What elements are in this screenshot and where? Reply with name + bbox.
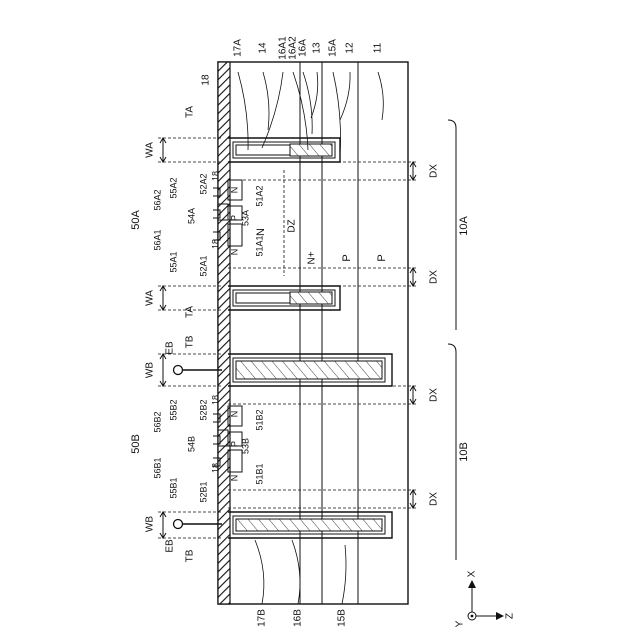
label-55b2: 55B2 [168,399,178,420]
label-tb-lower: TB [185,549,196,562]
label-50a: 50A [130,210,142,230]
label-wa-upper: WA [145,142,156,158]
label-10b: 10B [458,442,470,462]
top-leader-8 [378,72,383,120]
label-52b1: 52B1 [198,481,208,502]
label-dx-3: DX [429,492,440,506]
top-leader-1 [263,72,269,130]
bottom-label-1: 16B [293,609,304,627]
top-label-0: 17A [233,39,244,57]
eb-terminal-lower [174,520,183,529]
top-leader-5 [311,72,318,118]
trench-ta-lower-electrode-16A1 [236,293,290,303]
label-tb-upper: TB [185,335,196,348]
label-18-b2: 18 [210,463,220,473]
cell-mark-4: P [229,441,239,447]
axis-x-arrow [468,580,476,588]
label-ta-lower: TA [185,306,196,318]
label-56b1: 56B1 [152,457,162,478]
top-label-7: 12 [345,42,356,54]
bracket-10b [448,344,456,560]
bottom-leader-2 [342,545,346,604]
top-label-6: 15A [328,39,339,57]
label-50b: 50B [130,434,142,454]
label-wb-lower: WB [145,516,156,532]
label-56a2: 56A2 [152,189,162,210]
label-dx-2: DX [429,388,440,402]
label-wb-upper: WB [145,362,156,378]
label-54a: 54A [186,208,196,224]
trench-ta-upper-electrode-16A2 [290,144,332,156]
bottom-label-0: 17B [257,609,268,627]
label-nplus: N+ [307,251,318,264]
bottom-label-2: 15B [337,609,348,627]
label-dz: DZ [287,219,298,232]
cell-mark-3: N [229,411,239,418]
eb-terminal-upper [174,366,183,375]
label-18-top: 18 [201,74,212,86]
label-52b2: 52B2 [198,399,208,420]
bracket-10a [448,120,456,330]
label-51a2: 51A2 [254,185,264,206]
top-label-4: 16A [298,39,309,57]
label-dx-1: DX [429,270,440,284]
top-label-1: 14 [258,42,269,54]
cell-mark-1: P [229,215,239,221]
cell-mark-2: N [229,249,239,256]
label-54b: 54B [186,436,196,452]
label-eb-lower: EB [165,539,176,553]
label-56a1: 56A1 [152,229,162,250]
label-52a2: 52A2 [198,173,208,194]
label-53a: 53A [240,210,250,226]
top-leader-4 [303,72,312,134]
insulating-film-18 [218,62,230,604]
axis-y-dot [471,615,474,618]
label-10a: 10A [458,216,470,236]
cell-mark-5: N [229,475,239,482]
top-label-5: 13 [312,42,323,54]
axis-label-z: Z [505,613,516,619]
device-structure [158,62,504,620]
trench-tb-upper-electrode [236,361,382,379]
axis-label-x: X [467,570,478,577]
label-56b2: 56B2 [152,411,162,432]
cell-mark-0: N [229,187,239,194]
top-label-8: 11 [373,42,384,53]
top-leader-7 [340,72,350,120]
label-55b1: 55B1 [168,477,178,498]
bottom-leader-1 [292,540,300,604]
label-18-a1: 18 [210,171,220,181]
label-n-drift: N [255,228,267,236]
label-18-a2: 18 [210,239,220,249]
label-51b2: 51B2 [254,409,264,430]
bottom-leader-0 [255,540,264,604]
label-dx-0: DX [429,164,440,178]
label-51a1: 51A1 [254,235,264,256]
label-55a1: 55A1 [168,251,178,272]
axis-label-y: Y [455,620,466,627]
label-eb-upper: EB [165,341,176,355]
label-52a1: 52A1 [198,255,208,276]
label-p-11: P [376,254,388,261]
label-53b: 53B [240,438,250,454]
label-18-b1: 18 [210,395,220,405]
trench-ta-lower-electrode-16A2 [290,292,332,304]
label-51b1: 51B1 [254,463,264,484]
axis-z-arrow [496,612,504,620]
top-leader-2 [262,72,283,148]
label-wa-lower: WA [145,290,156,306]
label-55a2: 55A2 [168,177,178,198]
label-ta-upper: TA [185,106,196,118]
label-p-12: P [341,254,353,261]
trench-tb-lower-electrode [236,519,382,531]
